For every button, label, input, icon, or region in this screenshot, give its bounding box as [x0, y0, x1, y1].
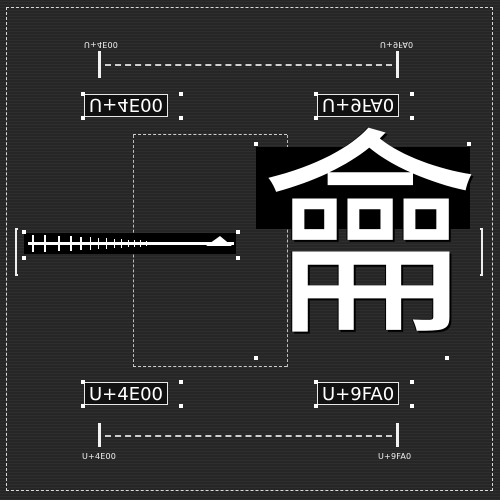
- bottom-label-box-right[interactable]: U+9FA0: [317, 382, 400, 405]
- selection-handle[interactable]: [410, 380, 414, 384]
- selection-handle[interactable]: [254, 142, 258, 146]
- selection-handle[interactable]: [236, 256, 240, 260]
- selection-handle[interactable]: [254, 356, 258, 360]
- bottom-small-label-right: U+9FA0: [378, 452, 412, 461]
- selection-handle[interactable]: [314, 116, 318, 120]
- top-label-box-left[interactable]: U+4E00: [84, 94, 168, 117]
- left-bracket: [15, 228, 18, 276]
- selection-handle[interactable]: [314, 380, 318, 384]
- selection-handle[interactable]: [179, 92, 183, 96]
- canvas-frame: [6, 7, 493, 491]
- selection-handle[interactable]: [179, 116, 183, 120]
- compressed-glyph-bar[interactable]: [24, 230, 238, 257]
- bottom-range-line: [105, 435, 392, 437]
- top-small-label-left: U+4E00: [84, 40, 119, 49]
- guide-line-bottom: [133, 366, 287, 367]
- selection-handle[interactable]: [81, 92, 85, 96]
- selection-handle[interactable]: [467, 142, 471, 146]
- selection-handle[interactable]: [179, 404, 183, 408]
- selection-handle[interactable]: [22, 256, 26, 260]
- selection-handle[interactable]: [81, 380, 85, 384]
- top-small-label-right: U+9FA0: [380, 40, 414, 49]
- guide-line-vertical-right: [287, 135, 288, 367]
- glyph-character: 龠: [262, 110, 478, 366]
- bottom-range-tick-right: [396, 423, 399, 447]
- selection-handle[interactable]: [410, 404, 414, 408]
- selection-handle[interactable]: [81, 116, 85, 120]
- glyph-preview[interactable]: 龠: [260, 118, 478, 362]
- top-range-tick-left: [98, 51, 101, 78]
- selection-handle[interactable]: [81, 404, 85, 408]
- glyph-background: [256, 147, 470, 229]
- bottom-small-label-left: U+4E00: [82, 452, 117, 461]
- top-range-line: [105, 64, 392, 66]
- bottom-range-tick-left: [98, 423, 101, 447]
- bottom-label-box-left[interactable]: U+4E00: [84, 382, 168, 405]
- selection-handle[interactable]: [22, 230, 26, 234]
- selection-handle[interactable]: [236, 230, 240, 234]
- right-bracket: [480, 228, 483, 276]
- selection-handle[interactable]: [179, 380, 183, 384]
- guide-line-top: [133, 134, 287, 135]
- top-range-tick-right: [396, 51, 399, 78]
- selection-handle[interactable]: [314, 404, 318, 408]
- selection-handle[interactable]: [445, 356, 449, 360]
- selection-handle[interactable]: [314, 92, 318, 96]
- selection-handle[interactable]: [410, 92, 414, 96]
- selection-handle[interactable]: [410, 116, 414, 120]
